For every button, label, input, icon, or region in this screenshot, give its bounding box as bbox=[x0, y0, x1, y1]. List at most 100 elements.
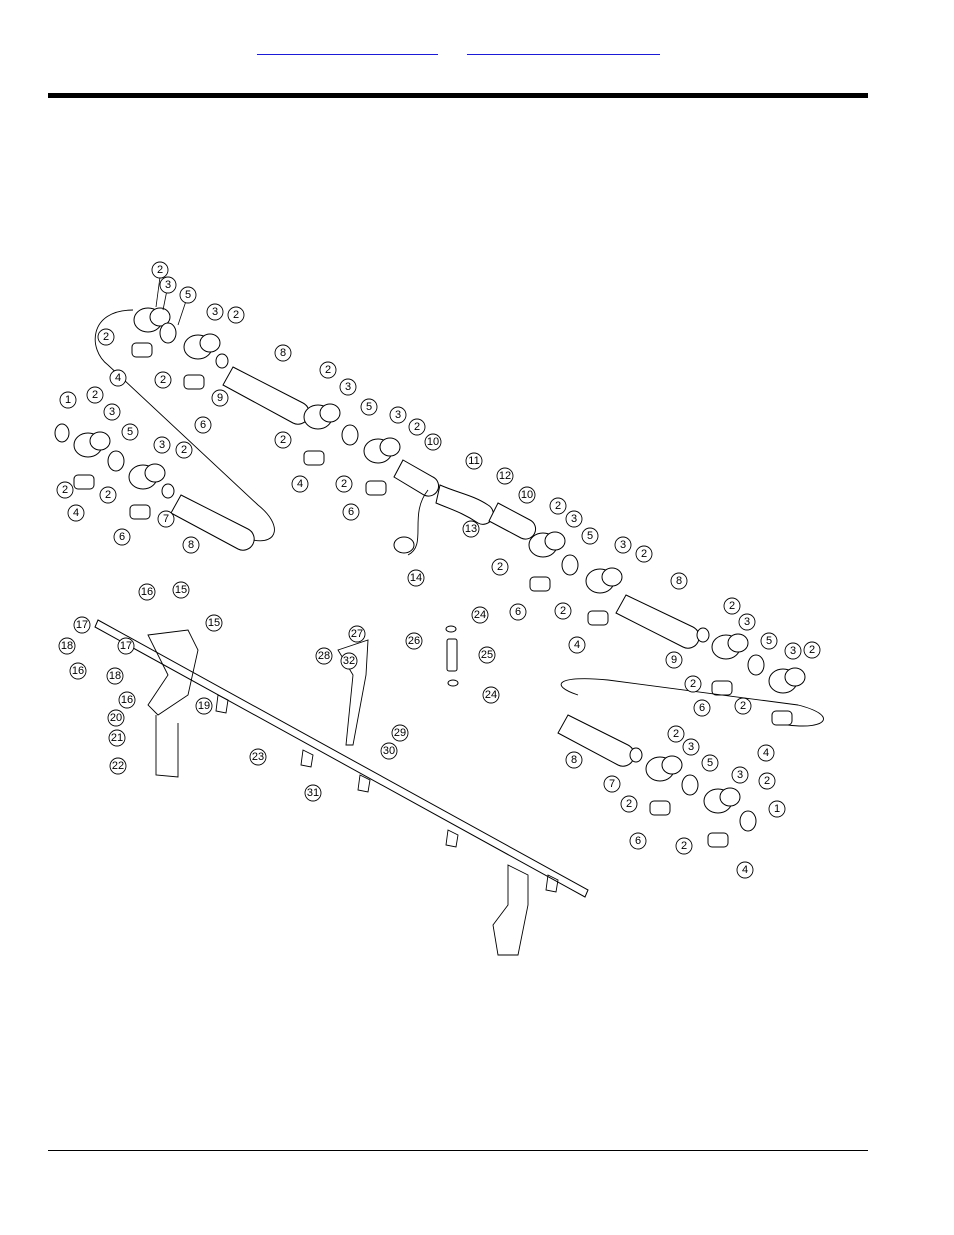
svg-text:9: 9 bbox=[217, 392, 223, 404]
callout-6: 6 bbox=[509, 603, 527, 621]
callout-3: 3 bbox=[731, 766, 749, 784]
svg-text:24: 24 bbox=[474, 609, 486, 621]
svg-text:31: 31 bbox=[307, 787, 319, 799]
callout-2: 2 bbox=[734, 697, 752, 715]
footer-rule bbox=[48, 1150, 868, 1151]
svg-text:26: 26 bbox=[408, 635, 420, 647]
svg-text:2: 2 bbox=[690, 678, 696, 690]
callout-5: 5 bbox=[701, 754, 719, 772]
svg-text:2: 2 bbox=[233, 309, 239, 321]
svg-text:6: 6 bbox=[119, 531, 125, 543]
callout-1: 1 bbox=[768, 800, 786, 818]
callout-2: 2 bbox=[684, 675, 702, 693]
callout-2: 2 bbox=[335, 475, 353, 493]
callout-1: 1 bbox=[59, 391, 77, 409]
callout-3: 3 bbox=[565, 510, 583, 528]
svg-text:3: 3 bbox=[790, 645, 796, 657]
svg-text:3: 3 bbox=[159, 439, 165, 451]
svg-text:3: 3 bbox=[744, 616, 750, 628]
callout-16: 16 bbox=[69, 662, 87, 680]
svg-text:2: 2 bbox=[414, 421, 420, 433]
fitting-group-left bbox=[54, 423, 255, 551]
svg-text:19: 19 bbox=[198, 700, 210, 712]
callout-5: 5 bbox=[581, 527, 599, 545]
callout-3: 3 bbox=[389, 406, 407, 424]
parts-exploded-diagram: 2 3 5 3 2 2 4 2 9 6 8 1 2 3 5 3 2 2 4 2 … bbox=[54, 261, 824, 956]
svg-text:7: 7 bbox=[163, 513, 169, 525]
fitting-group-right bbox=[560, 627, 824, 727]
callout-16: 16 bbox=[138, 583, 156, 601]
svg-text:16: 16 bbox=[72, 665, 84, 677]
svg-text:1: 1 bbox=[774, 803, 780, 815]
nav-link-1[interactable] bbox=[257, 40, 438, 55]
callout-18: 18 bbox=[58, 637, 76, 655]
callout-2: 2 bbox=[151, 261, 169, 308]
callout-3: 3 bbox=[153, 436, 171, 454]
spring-assembly bbox=[445, 625, 459, 687]
svg-text:2: 2 bbox=[729, 600, 735, 612]
callout-18: 18 bbox=[106, 667, 124, 685]
svg-text:4: 4 bbox=[742, 864, 748, 876]
callout-6: 6 bbox=[113, 528, 131, 546]
svg-text:3: 3 bbox=[688, 741, 694, 753]
svg-text:6: 6 bbox=[635, 835, 641, 847]
svg-text:3: 3 bbox=[737, 769, 743, 781]
svg-text:1: 1 bbox=[65, 394, 71, 406]
callout-31: 31 bbox=[304, 784, 322, 802]
callout-4: 4 bbox=[291, 475, 309, 493]
svg-text:12: 12 bbox=[499, 470, 511, 482]
callout-17: 17 bbox=[73, 616, 91, 634]
callout-27: 27 bbox=[348, 625, 366, 643]
callout-2: 2 bbox=[319, 361, 337, 379]
callout-25: 25 bbox=[478, 646, 496, 664]
callout-2: 2 bbox=[549, 497, 567, 515]
callout-8: 8 bbox=[565, 751, 583, 769]
callout-6: 6 bbox=[342, 503, 360, 521]
callout-4: 4 bbox=[67, 504, 85, 522]
svg-text:3: 3 bbox=[571, 513, 577, 525]
callout-3: 3 bbox=[159, 276, 177, 311]
svg-text:3: 3 bbox=[395, 409, 401, 421]
svg-text:2: 2 bbox=[103, 331, 109, 343]
svg-text:5: 5 bbox=[587, 530, 593, 542]
svg-text:3: 3 bbox=[212, 306, 218, 318]
header-rule bbox=[48, 93, 868, 98]
svg-text:2: 2 bbox=[681, 840, 687, 852]
svg-text:32: 32 bbox=[343, 655, 355, 667]
callout-3: 3 bbox=[614, 536, 632, 554]
svg-text:4: 4 bbox=[73, 507, 79, 519]
callout-2: 2 bbox=[86, 386, 104, 404]
svg-text:4: 4 bbox=[297, 478, 303, 490]
svg-text:16: 16 bbox=[121, 694, 133, 706]
svg-text:9: 9 bbox=[671, 654, 677, 666]
svg-text:2: 2 bbox=[809, 644, 815, 656]
callout-7: 7 bbox=[603, 775, 621, 793]
callout-8: 8 bbox=[670, 572, 688, 590]
callout-3: 3 bbox=[339, 378, 357, 396]
callout-16: 16 bbox=[118, 691, 136, 709]
callout-14: 14 bbox=[407, 569, 425, 587]
svg-text:2: 2 bbox=[181, 444, 187, 456]
callout-5: 5 bbox=[121, 423, 139, 441]
fitting-group-center bbox=[303, 403, 537, 556]
svg-text:2: 2 bbox=[62, 484, 68, 496]
callout-28: 28 bbox=[315, 647, 333, 665]
svg-text:11: 11 bbox=[468, 455, 479, 467]
callout-24: 24 bbox=[471, 606, 489, 624]
svg-text:5: 5 bbox=[185, 289, 191, 301]
svg-text:8: 8 bbox=[188, 539, 194, 551]
callout-6: 6 bbox=[693, 699, 711, 717]
svg-text:5: 5 bbox=[766, 635, 772, 647]
svg-text:15: 15 bbox=[175, 584, 187, 596]
callout-2: 2 bbox=[97, 328, 115, 346]
svg-text:5: 5 bbox=[366, 401, 372, 413]
svg-text:17: 17 bbox=[76, 619, 88, 631]
svg-text:4: 4 bbox=[574, 639, 580, 651]
svg-text:15: 15 bbox=[208, 617, 220, 629]
svg-text:23: 23 bbox=[252, 751, 264, 763]
nav-link-2[interactable] bbox=[467, 40, 660, 55]
svg-text:14: 14 bbox=[410, 572, 422, 584]
callout-2: 2 bbox=[758, 772, 776, 790]
svg-text:8: 8 bbox=[280, 347, 286, 359]
svg-text:3: 3 bbox=[345, 381, 351, 393]
